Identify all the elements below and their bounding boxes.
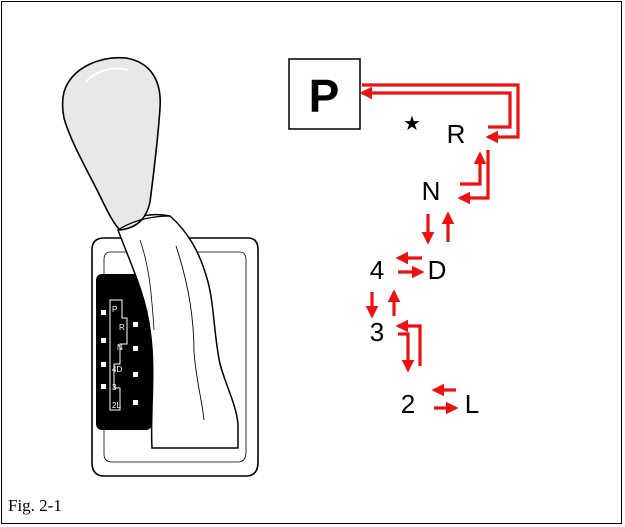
shifter-illustration: P R N 4D 3 2L bbox=[61, 56, 259, 477]
lever-boot-fold-2 bbox=[139, 239, 155, 331]
position-2: 2 bbox=[401, 389, 415, 419]
arrow-r-to-p bbox=[359, 86, 512, 129]
gate-label-p: P bbox=[112, 305, 117, 314]
position-n: N bbox=[422, 176, 441, 206]
park-label: P bbox=[309, 70, 340, 122]
position-r: R bbox=[447, 119, 466, 149]
gate-label-3: 3 bbox=[112, 383, 117, 392]
gate-label-n: N bbox=[117, 343, 123, 352]
console-base-inner bbox=[103, 251, 247, 463]
position-4: 4 bbox=[370, 255, 384, 285]
gate-label-r: R bbox=[119, 323, 125, 332]
gate-label-4d: 4D bbox=[112, 365, 122, 374]
figure-caption: Fig. 2-1 bbox=[8, 496, 62, 515]
park-box bbox=[288, 58, 361, 130]
knob-collar bbox=[117, 215, 171, 231]
gate-slot bbox=[109, 299, 128, 411]
lever-boot-fold bbox=[175, 245, 205, 421]
position-l: L bbox=[465, 389, 479, 419]
shift-knob bbox=[61, 56, 161, 231]
arrow-r-to-n bbox=[457, 150, 490, 205]
arrow-3-to-2 bbox=[398, 332, 415, 373]
position-d: D bbox=[428, 255, 447, 285]
star-mark: ★ bbox=[403, 113, 421, 135]
arrow-2-to-3 bbox=[395, 319, 422, 366]
gate-label-2l: 2L bbox=[112, 401, 121, 410]
shift-arrows bbox=[359, 83, 520, 415]
gate-detent-marks bbox=[101, 310, 138, 405]
knob-highlight bbox=[85, 67, 129, 83]
arrow-p-to-r bbox=[362, 83, 520, 144]
position-3: 3 bbox=[370, 317, 384, 347]
arrow-n-to-r bbox=[460, 151, 487, 186]
